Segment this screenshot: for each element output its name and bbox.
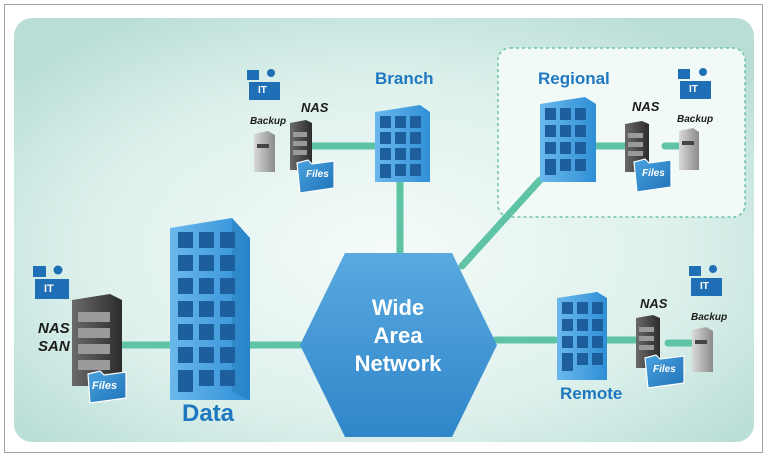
regional-it-label: IT: [689, 84, 698, 95]
regional-nas-label: NAS: [632, 99, 660, 114]
branch-nas-server: [290, 120, 312, 170]
data-san-server: [72, 294, 122, 386]
remote-backup-server: [692, 327, 713, 372]
branch-it-icon: [247, 69, 280, 100]
data-it-label: IT: [44, 283, 54, 295]
data-it-icon: [33, 265, 69, 299]
branch-site-title: Branch: [375, 69, 434, 88]
data-files-label: Files: [92, 380, 118, 392]
data-storage-line2: SAN: [38, 338, 70, 355]
regional-backup-label: Backup: [677, 114, 714, 125]
remote-building: [557, 292, 607, 380]
link-regional-wan: [458, 176, 544, 270]
regional-backup-server: [679, 128, 699, 170]
data-building: [170, 218, 250, 400]
data-files-icon: [87, 370, 127, 404]
regional-site-title: Regional: [538, 69, 610, 88]
data-storage-label: NAS SAN: [38, 320, 70, 356]
remote-backup-label: Backup: [691, 312, 728, 323]
branch-files-label: Files: [306, 169, 329, 180]
remote-files-icon: [644, 354, 685, 389]
branch-building: [375, 105, 430, 182]
wan-label-line2: Area: [373, 323, 423, 348]
regional-files-label: Files: [642, 168, 665, 179]
branch-files-icon: [296, 159, 335, 194]
wan-label: Wide Area Network: [348, 294, 448, 378]
remote-it-icon: [689, 265, 722, 296]
branch-backup-label: Backup: [250, 116, 287, 127]
data-storage-line1: NAS: [38, 320, 70, 337]
remote-nas-server: [636, 315, 660, 368]
regional-boundary: [497, 47, 746, 218]
remote-it-label: IT: [700, 281, 709, 292]
wan-hexagon: [300, 253, 497, 437]
regional-it-icon: [678, 68, 711, 99]
wan-label-line3: Network: [354, 351, 442, 376]
remote-files-label: Files: [653, 364, 676, 375]
branch-nas-label: NAS: [301, 100, 329, 115]
remote-nas-label: NAS: [640, 296, 668, 311]
regional-files-icon: [633, 158, 672, 193]
branch-backup-server: [254, 131, 275, 172]
data-site-title: Data: [182, 400, 235, 427]
wan-label-line1: Wide: [371, 295, 425, 320]
branch-it-label: IT: [258, 85, 267, 96]
remote-site-title: Remote: [560, 384, 623, 403]
regional-building: [540, 97, 596, 182]
